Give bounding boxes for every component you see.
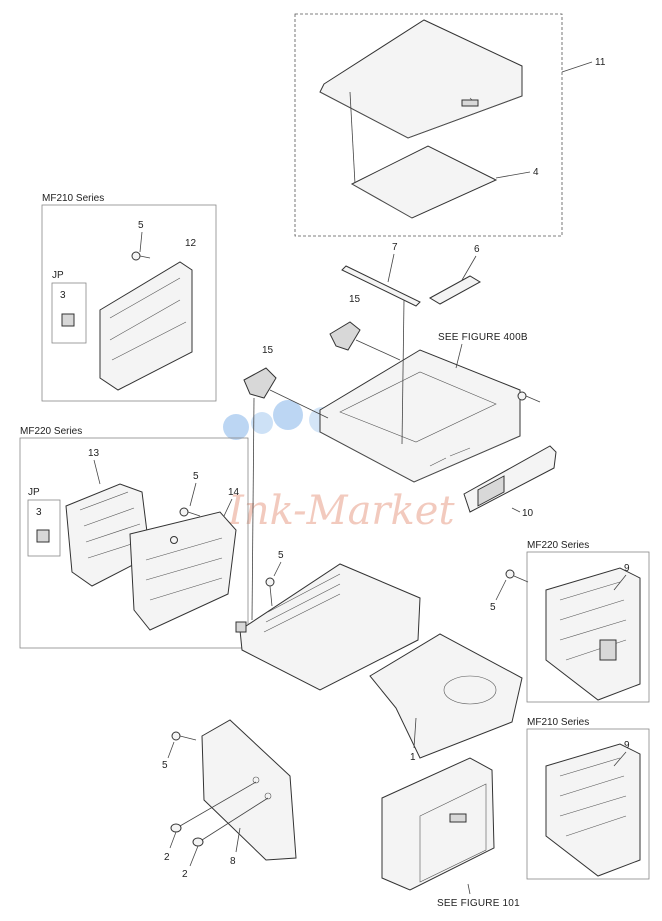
leader-fig101 bbox=[467, 883, 471, 895]
see-figure-101: SEE FIGURE 101 bbox=[437, 898, 520, 909]
hinge-15a bbox=[329, 321, 361, 351]
leader-5d bbox=[495, 579, 507, 601]
jp-label-b: JP bbox=[28, 487, 40, 498]
label-9b: 9 bbox=[624, 740, 630, 751]
jp-label-a: JP bbox=[52, 270, 64, 281]
series-mf210-top: MF210 Series bbox=[42, 193, 104, 204]
rail-7 bbox=[341, 265, 421, 307]
leader-8 bbox=[235, 827, 241, 853]
mf220-left-box bbox=[19, 437, 249, 649]
label-15b: 15 bbox=[262, 345, 274, 356]
leader-5c bbox=[273, 561, 282, 577]
right-cover-9a bbox=[545, 567, 641, 701]
label-13: 13 bbox=[88, 448, 100, 459]
leader-5b bbox=[189, 482, 197, 507]
jp-box-a bbox=[51, 282, 87, 344]
label-11: 11 bbox=[595, 57, 606, 68]
rear-door-12 bbox=[99, 261, 193, 391]
leader-7 bbox=[387, 253, 395, 283]
film-6 bbox=[428, 275, 482, 305]
leader-14 bbox=[223, 498, 233, 517]
front-cassette bbox=[381, 757, 495, 891]
leader-15b-vertical bbox=[251, 397, 255, 621]
label-2a: 2 bbox=[164, 852, 170, 863]
label-5b: 5 bbox=[193, 471, 199, 482]
label-15a: 15 bbox=[349, 294, 361, 305]
duplex-frame-14 bbox=[129, 511, 237, 631]
leader-lid bbox=[349, 91, 356, 185]
leader-7-vertical bbox=[401, 299, 405, 445]
series-mf220-left: MF220 Series bbox=[20, 426, 82, 437]
label-10: 10 bbox=[522, 508, 534, 519]
pad-2b bbox=[192, 837, 204, 847]
watermark-dot bbox=[273, 400, 303, 430]
label-6: 6 bbox=[474, 244, 480, 255]
leader-2a-link bbox=[179, 781, 257, 827]
leader-2b bbox=[189, 845, 199, 867]
leader-6 bbox=[461, 255, 477, 281]
leader-4 bbox=[495, 171, 531, 179]
watermark-dot bbox=[251, 412, 273, 434]
lid-mat-4 bbox=[350, 145, 498, 219]
label-7: 7 bbox=[392, 242, 398, 253]
leader-13 bbox=[93, 459, 101, 485]
scanner-unit bbox=[319, 349, 521, 483]
label-5d: 5 bbox=[490, 602, 496, 613]
leader-10 bbox=[511, 507, 521, 513]
screw-5b bbox=[179, 507, 201, 517]
screw-5c bbox=[265, 577, 275, 607]
series-mf210-right: MF210 Series bbox=[527, 717, 589, 728]
leader-400b bbox=[455, 343, 463, 369]
label-1: 1 bbox=[410, 752, 416, 763]
label-9a: 9 bbox=[624, 563, 630, 574]
leader-1 bbox=[413, 717, 417, 749]
main-chassis bbox=[235, 563, 421, 691]
mf220-right-box bbox=[526, 551, 650, 703]
leader-15a-link bbox=[355, 339, 401, 361]
jp-box-b bbox=[27, 499, 61, 557]
output-tray-1 bbox=[369, 633, 523, 759]
screw-right-scanner bbox=[517, 391, 541, 403]
label-3b: 3 bbox=[36, 507, 42, 518]
jp-label-sticker-a bbox=[61, 313, 75, 327]
leader-9b bbox=[613, 751, 627, 767]
leader-2b-link bbox=[201, 797, 269, 841]
lid-group-box bbox=[294, 13, 563, 237]
label-5c: 5 bbox=[278, 550, 284, 561]
leader-5a bbox=[139, 231, 143, 253]
leader-11 bbox=[561, 61, 593, 73]
screw-5e bbox=[171, 731, 197, 741]
screw-5a bbox=[131, 251, 151, 261]
series-mf220-right: MF220 Series bbox=[527, 540, 589, 551]
leader-9a bbox=[613, 574, 627, 591]
label-4: 4 bbox=[533, 167, 539, 178]
leader-5e bbox=[167, 741, 175, 759]
watermark-dot bbox=[223, 414, 249, 440]
left-cover-8 bbox=[201, 719, 297, 861]
label-5a: 5 bbox=[138, 220, 144, 231]
right-cover-9b bbox=[545, 743, 641, 877]
see-figure-400b: SEE FIGURE 400B bbox=[438, 332, 528, 343]
label-14: 14 bbox=[228, 487, 240, 498]
label-12: 12 bbox=[185, 238, 197, 249]
watermark-text: Ink-Market bbox=[227, 488, 455, 534]
leader-2a bbox=[169, 831, 177, 849]
mf210-top-box bbox=[41, 204, 217, 402]
control-panel-10 bbox=[463, 445, 557, 513]
leader-15b-link bbox=[269, 389, 329, 419]
jp-label-sticker-b bbox=[36, 529, 50, 543]
hinge-15b bbox=[243, 367, 277, 399]
label-8: 8 bbox=[230, 856, 236, 867]
screw-14-side bbox=[170, 536, 178, 544]
mf210-right-box bbox=[526, 728, 650, 880]
pad-2a bbox=[170, 823, 182, 833]
label-5e: 5 bbox=[162, 760, 168, 771]
scanner-lid-11 bbox=[319, 19, 523, 139]
label-3a: 3 bbox=[60, 290, 66, 301]
label-2b: 2 bbox=[182, 869, 188, 880]
screw-5d bbox=[505, 569, 529, 583]
